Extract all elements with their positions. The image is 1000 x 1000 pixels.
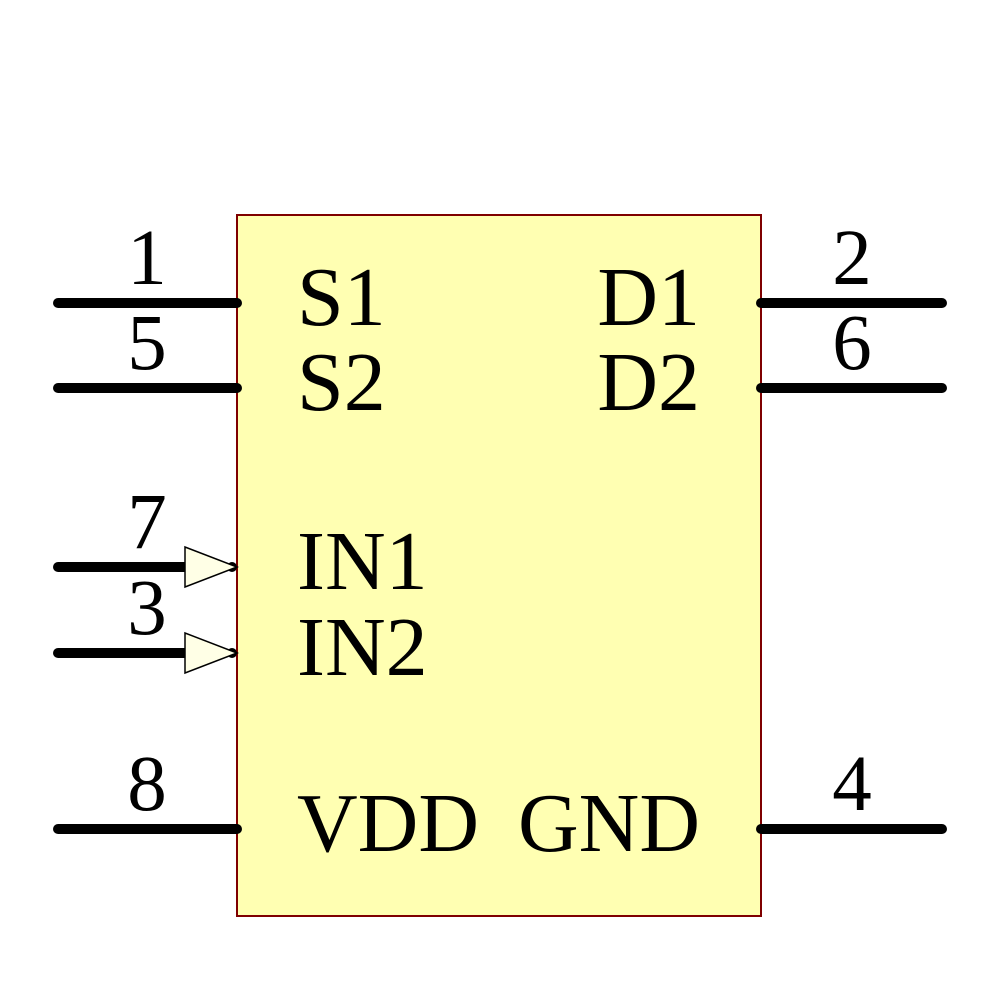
pin-number-5: 5 — [127, 300, 167, 387]
pin-label-d1: D1 — [597, 251, 700, 344]
pin-number-7: 7 — [127, 479, 167, 566]
pin-label-s2: S2 — [297, 336, 386, 429]
pin-label-gnd: GND — [518, 777, 700, 870]
pin-3-input-arrow-icon — [184, 631, 240, 675]
pin-number-2: 2 — [832, 215, 872, 302]
pin-number-6: 6 — [832, 300, 872, 387]
pin-label-vdd: VDD — [297, 777, 479, 870]
pin-number-3: 3 — [127, 565, 167, 652]
pin-label-s1: S1 — [297, 251, 386, 344]
pin-number-4: 4 — [832, 741, 872, 828]
component-body[interactable] — [236, 214, 762, 917]
pin-label-in2: IN2 — [297, 601, 428, 694]
pin-number-8: 8 — [127, 741, 167, 828]
pin-7-input-arrow-icon — [184, 545, 240, 589]
pin-number-1: 1 — [127, 215, 167, 302]
pin-label-d2: D2 — [597, 336, 700, 429]
pin-label-in1: IN1 — [297, 515, 428, 608]
